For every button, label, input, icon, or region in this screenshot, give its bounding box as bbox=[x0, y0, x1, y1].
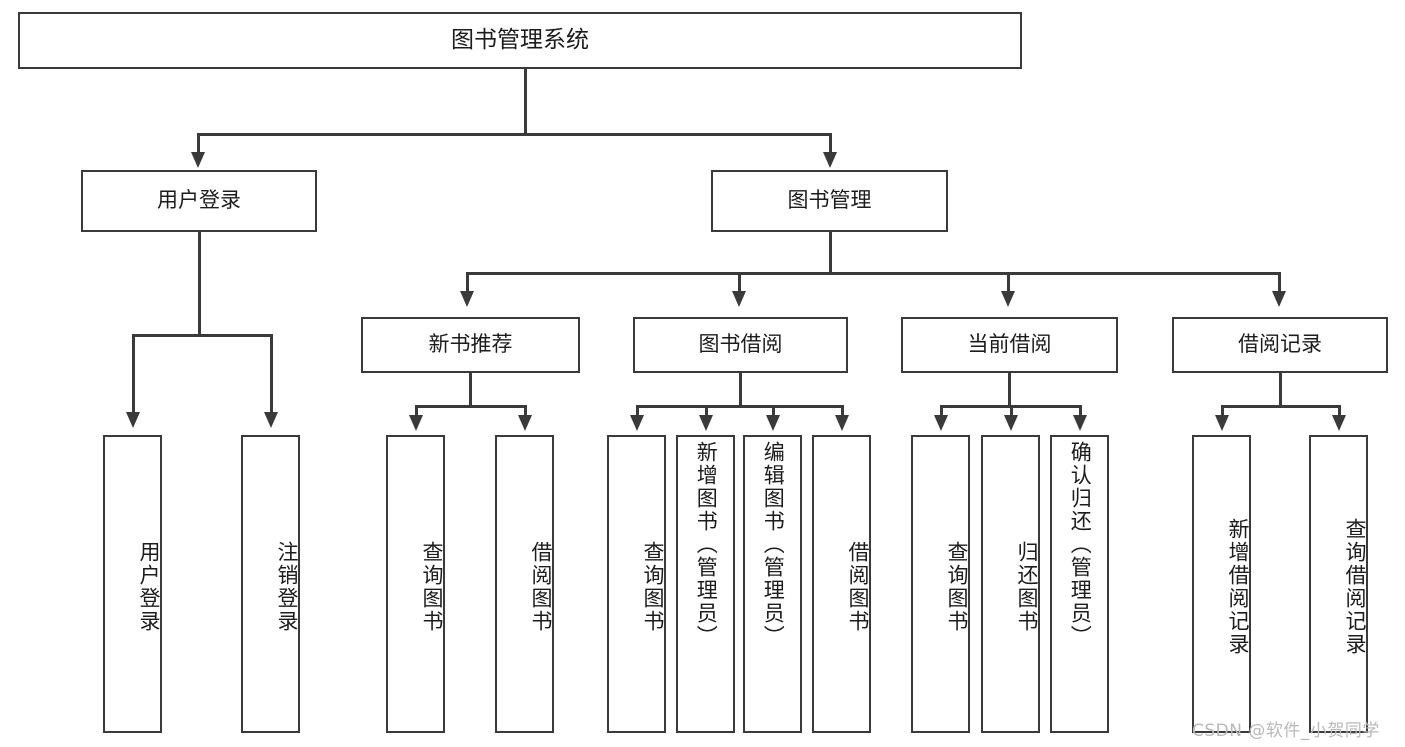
node-label: 新增借阅记录 bbox=[1226, 518, 1250, 656]
node-label: 用户登录 bbox=[137, 541, 161, 633]
node-label: 查询图书 bbox=[420, 541, 444, 633]
connector-cb-to-leaf-1 bbox=[1010, 405, 1013, 417]
connector-br-bus bbox=[1222, 405, 1340, 408]
node-label: 借阅记录 bbox=[1238, 332, 1322, 357]
leaf-book-borrow-3[interactable]: 借阅图书 bbox=[812, 435, 871, 733]
connector-bb-to-leaf-0 bbox=[636, 405, 639, 417]
arrowhead-cb-leaf-0 bbox=[934, 415, 948, 431]
connector-root-to-user-login bbox=[197, 133, 200, 155]
connector-bb-to-leaf-3 bbox=[841, 405, 844, 417]
connector-bm-to-level3-1 bbox=[738, 272, 741, 294]
connector-nbr-stem bbox=[469, 373, 472, 407]
node-book-management[interactable]: 图书管理 bbox=[711, 170, 948, 232]
connector-nbr-bus bbox=[416, 405, 526, 408]
connector-br-to-leaf-0 bbox=[1221, 405, 1224, 417]
leaf-borrow-record-0[interactable]: 新增借阅记录 bbox=[1192, 435, 1251, 733]
connector-bm-to-level3-0 bbox=[466, 272, 469, 294]
leaf-user-login-1[interactable]: 注销登录 bbox=[241, 435, 300, 733]
arrowhead-bb-leaf-1 bbox=[699, 415, 713, 431]
leaf-current-borrow-2[interactable]: 确认归还（管理员） bbox=[1050, 435, 1109, 733]
arrowhead-level3-0 bbox=[460, 291, 474, 307]
leaf-book-borrow-0[interactable]: 查询图书 bbox=[607, 435, 666, 733]
connector-cb-to-leaf-0 bbox=[940, 405, 943, 417]
node-label: 图书借阅 bbox=[698, 332, 783, 357]
connector-bm-to-level3-2 bbox=[1007, 272, 1010, 294]
connector-user-login-bus bbox=[133, 334, 272, 337]
arrowhead-br-leaf-0 bbox=[1215, 415, 1229, 431]
node-label: 查询图书 bbox=[945, 541, 969, 633]
connector-user-login-to-leaf-0 bbox=[132, 334, 135, 414]
node-label: 用户登录 bbox=[157, 188, 241, 213]
connector-cb-stem bbox=[1008, 373, 1011, 407]
connector-br-to-leaf-1 bbox=[1338, 405, 1341, 417]
node-label: 注销登录 bbox=[275, 541, 299, 633]
node-label: 借阅图书 bbox=[846, 541, 870, 633]
arrowhead-cb-leaf-2 bbox=[1073, 415, 1087, 431]
leaf-user-login-0[interactable]: 用户登录 bbox=[103, 435, 162, 733]
arrowhead-level3-3 bbox=[1272, 291, 1286, 307]
arrowhead-nbr-leaf-0 bbox=[409, 415, 423, 431]
arrowhead-level3-2 bbox=[1001, 291, 1015, 307]
connector-nbr-to-leaf-0 bbox=[415, 405, 418, 417]
arrowhead-level3-1 bbox=[732, 291, 746, 307]
leaf-current-borrow-1[interactable]: 归还图书 bbox=[981, 435, 1040, 733]
node-new-book-recommend[interactable]: 新书推荐 bbox=[361, 317, 580, 373]
arrowhead-user-login-leaf-0 bbox=[126, 412, 140, 428]
connector-root-bus bbox=[198, 133, 832, 136]
arrowhead-cb-leaf-1 bbox=[1004, 415, 1018, 431]
connector-nbr-to-leaf-1 bbox=[524, 405, 527, 417]
leaf-book-borrow-2[interactable]: 编辑图书（管理员） bbox=[743, 435, 802, 733]
leaf-current-borrow-0[interactable]: 查询图书 bbox=[911, 435, 970, 733]
leaf-new-book-recommend-0[interactable]: 查询图书 bbox=[386, 435, 445, 733]
node-user-login[interactable]: 用户登录 bbox=[81, 170, 317, 232]
arrowhead-user-login bbox=[191, 152, 205, 168]
connector-cb-to-leaf-2 bbox=[1079, 405, 1082, 417]
connector-bb-to-leaf-1 bbox=[705, 405, 708, 417]
node-book-borrow[interactable]: 图书借阅 bbox=[633, 317, 848, 373]
connector-root-stem bbox=[524, 69, 527, 135]
connector-bb-stem bbox=[739, 373, 742, 407]
leaf-book-borrow-1[interactable]: 新增图书（管理员） bbox=[676, 435, 735, 733]
node-label: 新书推荐 bbox=[428, 332, 513, 357]
arrowhead-book-management bbox=[823, 152, 837, 168]
node-label: 确认归还（管理员） bbox=[1068, 441, 1093, 648]
node-label: 图书管理系统 bbox=[451, 26, 589, 53]
connector-book-management-stem bbox=[829, 232, 832, 274]
node-label: 编辑图书（管理员） bbox=[761, 441, 786, 648]
node-root-book-management-system[interactable]: 图书管理系统 bbox=[18, 12, 1022, 69]
leaf-borrow-record-1[interactable]: 查询借阅记录 bbox=[1309, 435, 1368, 733]
arrowhead-bb-leaf-3 bbox=[835, 415, 849, 431]
arrowhead-bb-leaf-0 bbox=[630, 415, 644, 431]
node-label: 当前借阅 bbox=[967, 332, 1052, 357]
arrowhead-nbr-leaf-1 bbox=[518, 415, 532, 431]
node-label: 归还图书 bbox=[1015, 541, 1039, 633]
node-label: 图书管理 bbox=[787, 188, 872, 213]
node-label: 查询借阅记录 bbox=[1343, 518, 1367, 656]
node-borrow-record[interactable]: 借阅记录 bbox=[1172, 317, 1388, 373]
connector-br-stem bbox=[1279, 373, 1282, 407]
connector-bm-to-level3-3 bbox=[1278, 272, 1281, 294]
arrowhead-user-login-leaf-1 bbox=[264, 412, 278, 428]
node-current-borrow[interactable]: 当前借阅 bbox=[901, 317, 1118, 373]
arrowhead-br-leaf-1 bbox=[1332, 415, 1346, 431]
leaf-new-book-recommend-1[interactable]: 借阅图书 bbox=[495, 435, 554, 733]
connector-bb-to-leaf-2 bbox=[772, 405, 775, 417]
node-label: 新增图书（管理员） bbox=[694, 441, 719, 648]
connector-root-to-book-management bbox=[829, 133, 832, 155]
connector-book-management-bus bbox=[467, 272, 1281, 275]
node-label: 查询图书 bbox=[641, 541, 665, 633]
node-label: 借阅图书 bbox=[529, 541, 553, 633]
connector-bb-bus bbox=[637, 405, 843, 408]
connector-user-login-stem bbox=[198, 232, 201, 336]
connector-user-login-to-leaf-1 bbox=[270, 334, 273, 414]
arrowhead-bb-leaf-2 bbox=[766, 415, 780, 431]
